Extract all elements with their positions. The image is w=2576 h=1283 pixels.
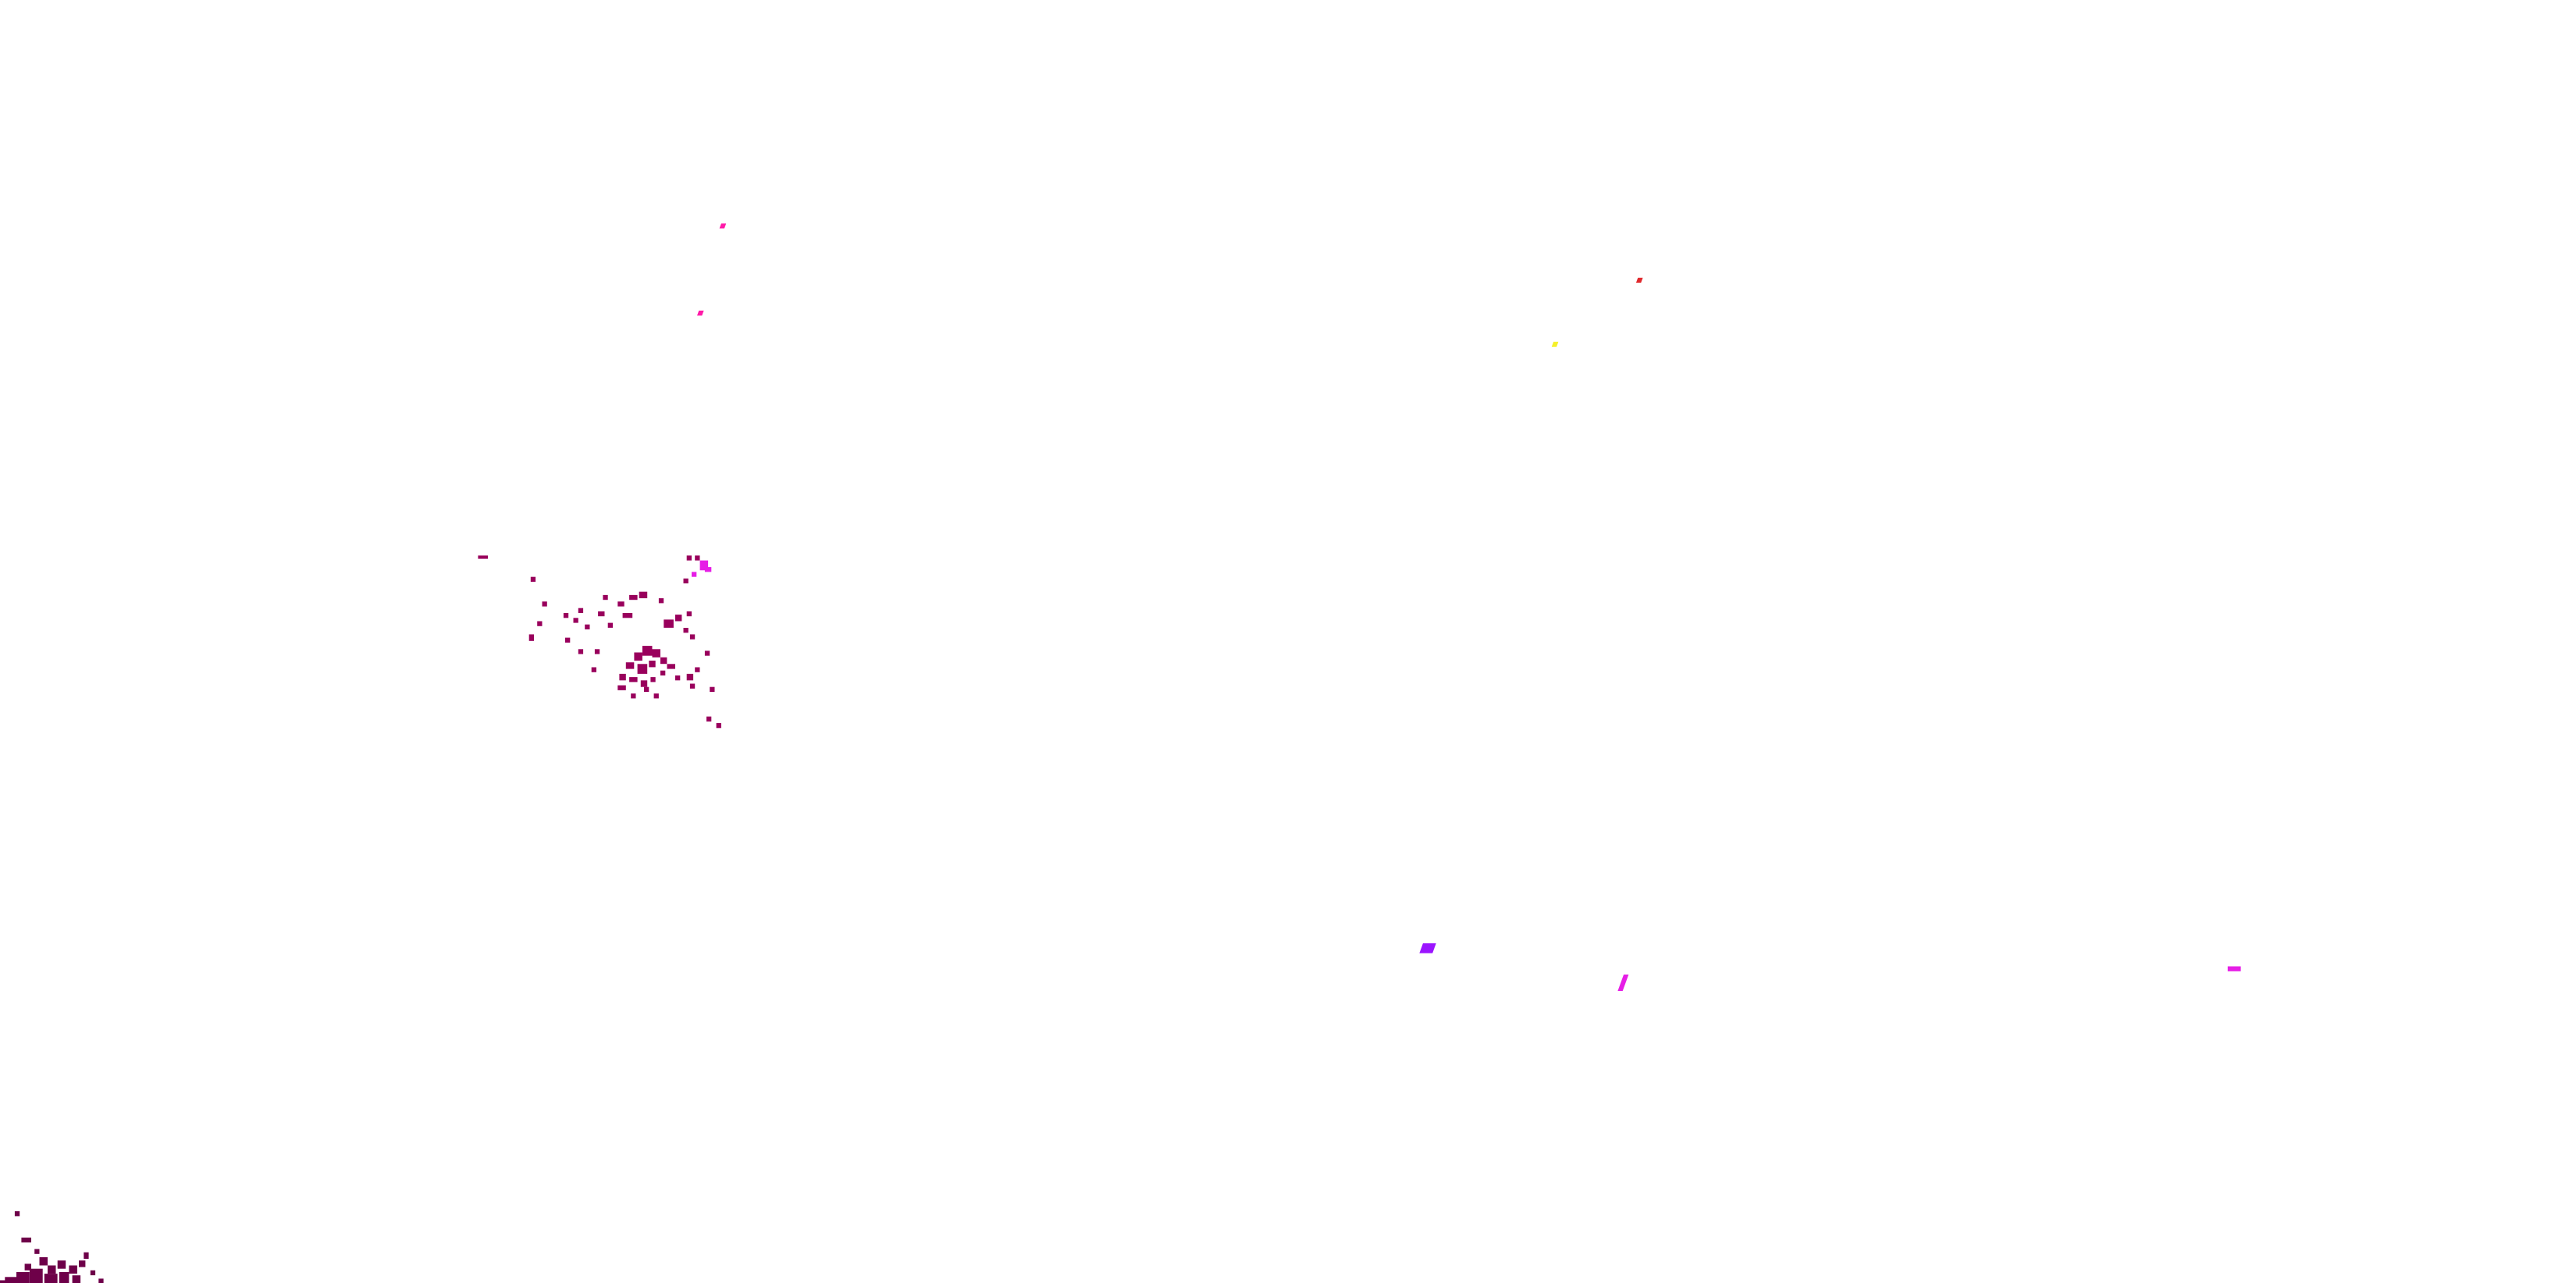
cluster-speck bbox=[629, 677, 638, 682]
cluster-speck bbox=[622, 613, 633, 618]
cluster-speck bbox=[603, 594, 608, 601]
cluster-speck bbox=[585, 624, 590, 629]
corner-speck bbox=[0, 1280, 7, 1283]
cluster-speck bbox=[578, 649, 584, 654]
cluster-speck bbox=[653, 693, 659, 699]
purple-speck bbox=[1419, 943, 1436, 953]
cluster-speck bbox=[686, 611, 692, 617]
cluster-speck bbox=[704, 650, 710, 656]
corner-speck bbox=[72, 1275, 81, 1283]
cluster-speck bbox=[689, 683, 696, 689]
cluster-speck bbox=[528, 634, 534, 641]
cluster-speck bbox=[716, 723, 721, 729]
cluster-speck bbox=[683, 628, 688, 633]
cluster-speck bbox=[530, 576, 536, 582]
pink-speck bbox=[719, 223, 727, 229]
cluster-speck bbox=[594, 649, 600, 654]
cluster-speck bbox=[537, 621, 543, 626]
cluster-speck bbox=[706, 716, 712, 722]
corner-speck bbox=[90, 1270, 96, 1276]
red-speck bbox=[1635, 277, 1643, 283]
cluster-speck bbox=[667, 664, 675, 669]
cluster-speck bbox=[634, 652, 642, 661]
cluster-speck bbox=[675, 675, 681, 681]
corner-speck bbox=[69, 1265, 77, 1274]
cluster-speck bbox=[660, 670, 666, 675]
corner-speck bbox=[21, 1237, 31, 1243]
magenta-speck bbox=[2227, 966, 2241, 971]
cluster-speck bbox=[710, 686, 715, 692]
corner-speck bbox=[79, 1260, 86, 1267]
cluster-speck bbox=[695, 555, 700, 561]
cluster-speck bbox=[686, 555, 692, 561]
cluster-speck bbox=[478, 555, 488, 559]
yellow-speck bbox=[1551, 341, 1559, 347]
corner-speck bbox=[24, 1263, 31, 1271]
corner-speck bbox=[14, 1211, 20, 1217]
cluster-speck bbox=[629, 594, 638, 601]
magenta-speck bbox=[704, 567, 712, 572]
cluster-speck bbox=[683, 578, 688, 584]
cluster-speck bbox=[573, 618, 578, 623]
corner-speck bbox=[59, 1272, 69, 1283]
corner-speck bbox=[44, 1274, 58, 1283]
cluster-speck bbox=[649, 661, 656, 668]
pink-speck bbox=[697, 310, 704, 316]
cluster-speck bbox=[578, 608, 584, 613]
cluster-speck bbox=[689, 634, 696, 640]
cluster-speck bbox=[598, 611, 605, 617]
corner-speck bbox=[34, 1249, 40, 1254]
cluster-speck bbox=[652, 649, 660, 658]
magenta-speck bbox=[699, 560, 709, 571]
cluster-speck bbox=[542, 601, 547, 607]
corner-speck bbox=[16, 1272, 30, 1283]
cluster-speck bbox=[639, 591, 648, 599]
cluster-speck bbox=[642, 646, 653, 656]
cluster-speck bbox=[650, 677, 656, 682]
cluster-speck bbox=[637, 664, 648, 674]
cluster-speck bbox=[631, 693, 636, 699]
cluster-speck bbox=[619, 673, 626, 681]
cluster-speck bbox=[565, 637, 571, 643]
cluster-speck bbox=[686, 673, 694, 681]
corner-speck bbox=[39, 1257, 48, 1266]
corner-speck bbox=[29, 1268, 43, 1283]
corner-speck bbox=[5, 1277, 16, 1283]
cluster-speck bbox=[644, 686, 649, 692]
magenta-speck bbox=[1617, 975, 1629, 991]
cluster-speck bbox=[675, 615, 682, 622]
cluster-speck bbox=[591, 667, 596, 672]
cluster-speck bbox=[607, 622, 613, 628]
cluster-speck bbox=[563, 613, 569, 618]
corner-speck bbox=[57, 1260, 66, 1269]
magenta-speck bbox=[692, 572, 697, 577]
corner-speck bbox=[84, 1252, 89, 1260]
cluster-speck bbox=[625, 662, 635, 669]
corner-speck bbox=[98, 1278, 104, 1283]
cluster-speck bbox=[664, 619, 674, 628]
corner-speck bbox=[48, 1265, 56, 1274]
cluster-speck bbox=[617, 685, 626, 690]
cluster-speck bbox=[658, 598, 664, 604]
cluster-speck bbox=[617, 601, 624, 607]
cluster-speck bbox=[660, 657, 667, 665]
cluster-speck bbox=[695, 667, 700, 672]
cluster-speck bbox=[640, 680, 648, 687]
